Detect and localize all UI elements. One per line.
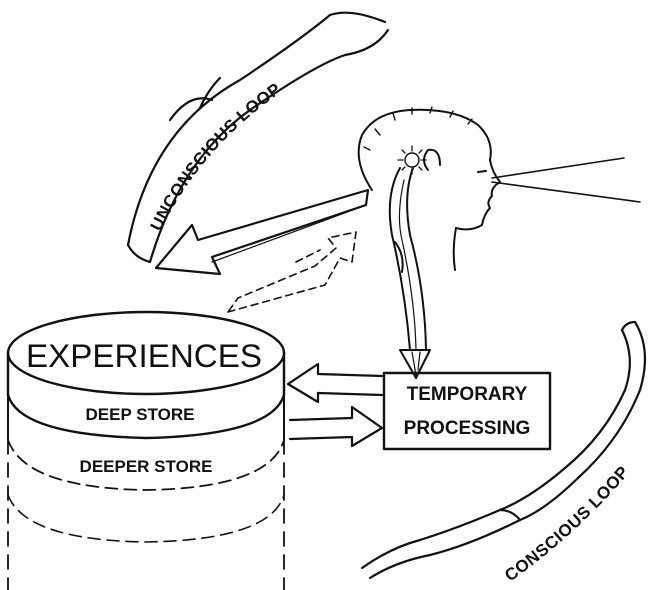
temporary-label: TEMPORARY [407, 384, 528, 405]
deep-store-label: DEEP STORE [86, 405, 195, 424]
unconscious-loop-label: UNCONSCIOUS LOOP [147, 79, 285, 234]
unconscious-arrow-icon [154, 188, 370, 276]
conscious-loop-brace-icon [360, 320, 647, 580]
temporary-processing-box [382, 371, 552, 451]
store-to-processing-arrow-icon [288, 405, 384, 448]
processing-label: PROCESSING [404, 418, 531, 439]
processing-to-store-arrow-icon [286, 362, 384, 404]
experiences-label: EXPERIENCES [26, 338, 262, 374]
dashed-return-arrow-icon [227, 231, 357, 313]
brain-to-processing-arrow-icon [388, 167, 431, 379]
unconscious-loop-brace-icon [126, 11, 390, 264]
experiences-cylinder-icon [6, 310, 286, 590]
conscious-loop-label: CONSCIOUS LOOP [501, 462, 633, 585]
deeper-store-label: DEEPER STORE [80, 457, 213, 476]
head-profile-icon [357, 106, 501, 273]
sight-lines [491, 157, 641, 203]
